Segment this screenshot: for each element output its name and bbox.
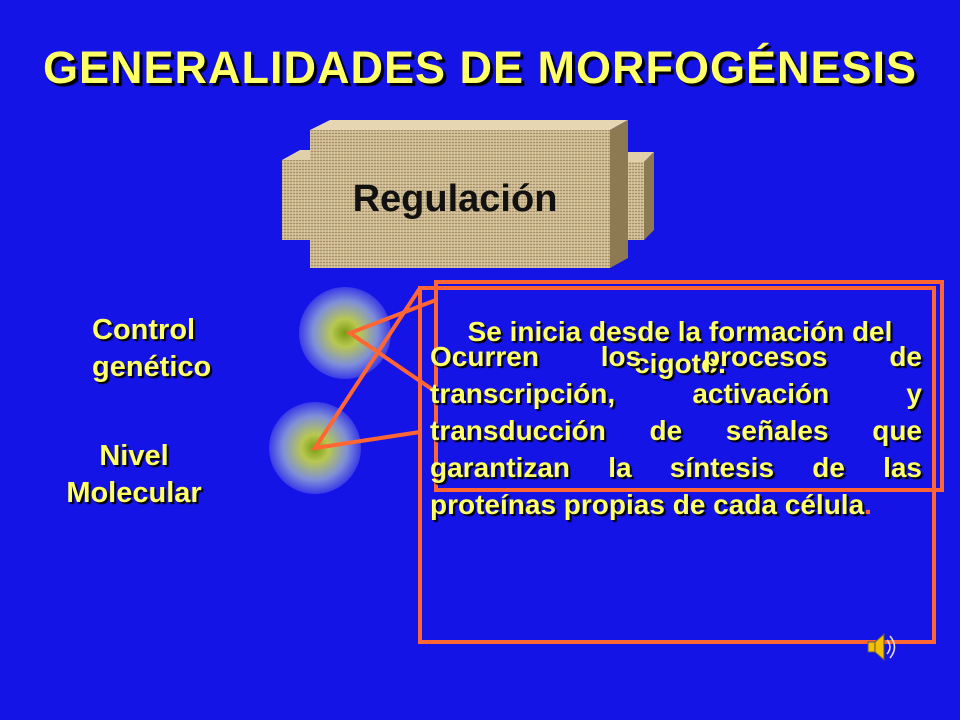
genetico-word: genético <box>92 351 212 383</box>
nivel-molecular-label: Nivel Molecular <box>46 438 222 512</box>
connector-control <box>345 298 438 394</box>
callout-two-text: Ocurren los procesos de transcripción, a… <box>430 338 922 523</box>
callout-two-body: Ocurren los procesos de transcripción, a… <box>430 341 922 520</box>
callout-box-one <box>434 280 944 492</box>
plaque-label: Regulación <box>352 178 558 220</box>
callout-box-two <box>418 286 936 644</box>
speaker-icon[interactable] <box>866 628 898 666</box>
regulacion-plaque <box>282 120 654 268</box>
control-word: Control <box>92 314 196 346</box>
callout-one-text: Se inicia desde la formación del cigoto. <box>467 316 893 379</box>
slide-title: GENERALIDADES DE MORFOGÉNESIS <box>42 42 918 93</box>
nivel-word: Nivel <box>99 440 169 472</box>
callout-two-period: . <box>864 489 872 520</box>
molecular-word: Molecular <box>66 477 202 509</box>
control-genetico-label: Control genético <box>92 312 211 386</box>
connector-nivel <box>310 286 422 451</box>
control-genetico-bullet <box>299 287 391 379</box>
